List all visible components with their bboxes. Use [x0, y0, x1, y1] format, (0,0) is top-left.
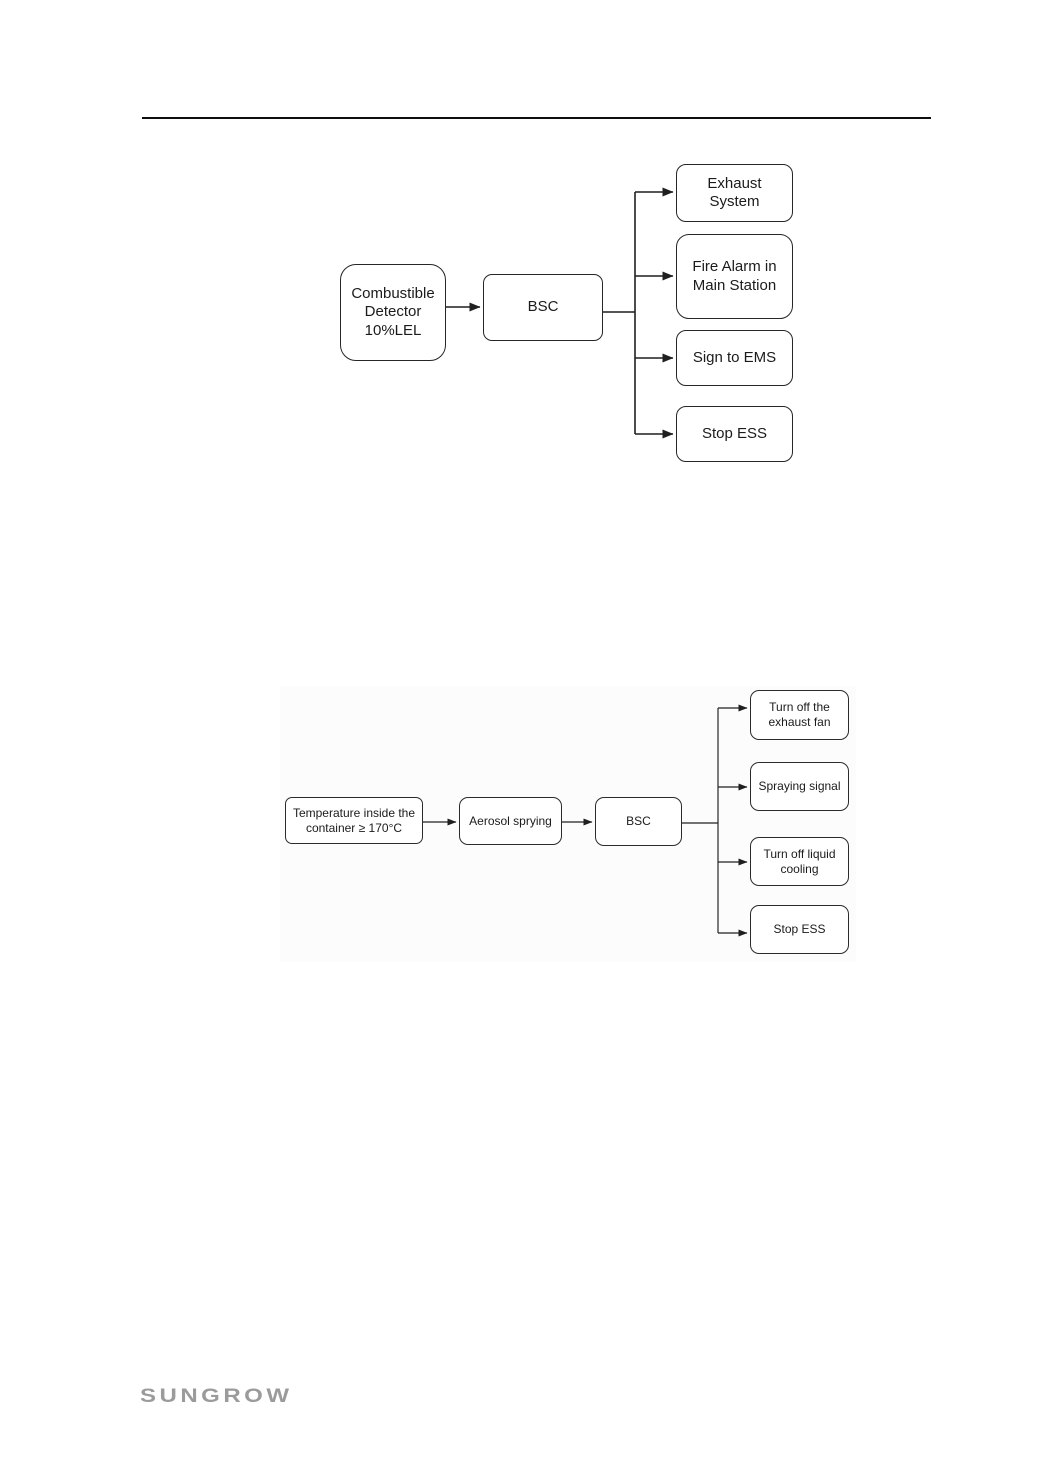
node-bsc-2: BSC	[595, 797, 682, 846]
sungrow-logo: SUNGROW	[140, 1385, 293, 1407]
node-stop-ess-2: Stop ESS	[750, 905, 849, 954]
node-turn-off-exhaust-fan: Turn off the exhaust fan	[750, 690, 849, 740]
node-stop-ess-1: Stop ESS	[676, 406, 793, 462]
node-combustible-detector: Combustible Detector 10%LEL	[340, 264, 446, 361]
node-temperature-trigger: Temperature inside the container ≥ 170°C	[285, 797, 423, 844]
node-bsc-1: BSC	[483, 274, 603, 341]
node-spraying-signal: Spraying signal	[750, 762, 849, 811]
header-divider	[142, 117, 931, 119]
node-turn-off-liquid-cooling: Turn off liquid cooling	[750, 837, 849, 886]
node-aerosol-spraying: Aerosol sprying	[459, 797, 562, 845]
node-fire-alarm-main-station: Fire Alarm in Main Station	[676, 234, 793, 319]
node-sign-to-ems: Sign to EMS	[676, 330, 793, 386]
node-exhaust-system: Exhaust System	[676, 164, 793, 222]
